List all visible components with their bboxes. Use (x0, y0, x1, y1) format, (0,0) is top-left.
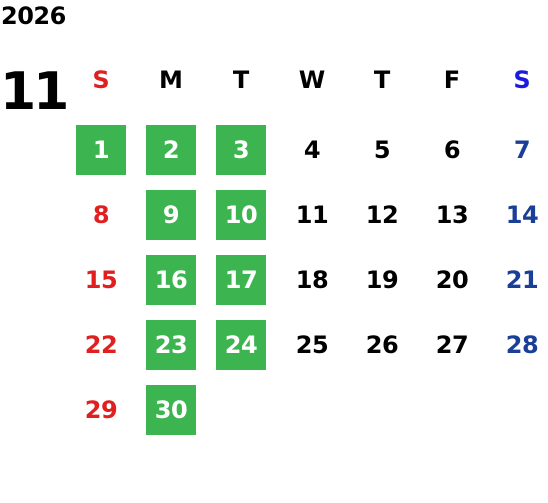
day-cell[interactable]: 25 (295, 331, 329, 359)
day-cell[interactable]: 7 (513, 136, 531, 164)
weekday-header-sat: S (513, 66, 531, 94)
weekday-header-wed: W (298, 66, 326, 94)
day-cell-highlighted[interactable]: 2 (146, 125, 196, 175)
day-cell[interactable]: 6 (443, 136, 461, 164)
year-label: 2026 (1, 2, 66, 30)
day-cell-highlighted[interactable]: 9 (146, 190, 196, 240)
day-cell-highlighted[interactable]: 1 (76, 125, 126, 175)
day-cell-highlighted[interactable]: 30 (146, 385, 196, 435)
day-cell[interactable]: 22 (84, 331, 118, 359)
weekday-header-fri: F (443, 66, 461, 94)
weekday-header-tue: T (232, 66, 250, 94)
month-number: 11 (0, 62, 69, 122)
day-cell-highlighted[interactable]: 16 (146, 255, 196, 305)
day-cell[interactable]: 21 (505, 266, 539, 294)
day-cell-highlighted[interactable]: 10 (216, 190, 266, 240)
day-cell[interactable]: 12 (365, 201, 399, 229)
day-cell[interactable]: 29 (84, 396, 118, 424)
day-cell[interactable]: 28 (505, 331, 539, 359)
weekday-header-thu: T (373, 66, 391, 94)
day-cell[interactable]: 20 (435, 266, 469, 294)
day-cell[interactable]: 27 (435, 331, 469, 359)
day-cell[interactable]: 26 (365, 331, 399, 359)
day-cell[interactable]: 4 (303, 136, 321, 164)
day-cell[interactable]: 19 (365, 266, 399, 294)
day-cell[interactable]: 18 (295, 266, 329, 294)
day-cell-highlighted[interactable]: 24 (216, 320, 266, 370)
day-cell-highlighted[interactable]: 17 (216, 255, 266, 305)
day-cell-highlighted[interactable]: 3 (216, 125, 266, 175)
day-cell[interactable]: 5 (373, 136, 391, 164)
day-cell[interactable]: 11 (295, 201, 329, 229)
day-cell[interactable]: 8 (92, 201, 110, 229)
day-cell[interactable]: 13 (435, 201, 469, 229)
day-cell[interactable]: 14 (505, 201, 539, 229)
weekday-header-mon: M (159, 66, 183, 94)
weekday-header-sun: S (92, 66, 110, 94)
day-cell-highlighted[interactable]: 23 (146, 320, 196, 370)
day-cell[interactable]: 15 (84, 266, 118, 294)
